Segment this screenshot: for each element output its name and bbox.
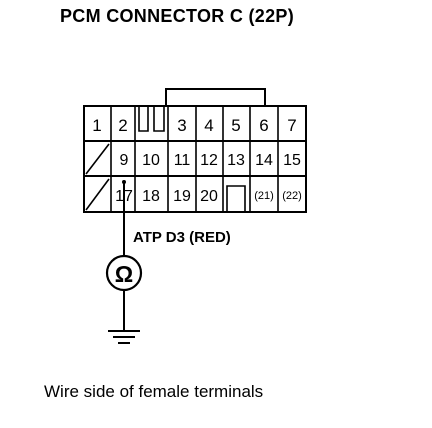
terminal-6: 6	[259, 116, 268, 135]
terminal-13: 13	[227, 152, 245, 169]
key-notch-top	[138, 106, 165, 132]
wire-label: ATP D3 (RED)	[133, 229, 231, 246]
terminal-3: 3	[177, 116, 186, 135]
connector-row-3	[83, 175, 307, 213]
ohm-symbol: Ω	[115, 261, 133, 287]
terminal-7: 7	[287, 116, 296, 135]
terminal-21: (21)	[254, 190, 274, 202]
terminal-2: 2	[118, 116, 127, 135]
ohmmeter-icon	[105, 254, 143, 292]
terminal-19: 19	[173, 188, 191, 205]
key-notch-bottom	[226, 185, 246, 212]
terminal-10: 10	[142, 152, 160, 169]
connector-latch	[165, 88, 266, 106]
connector-body	[83, 88, 307, 213]
terminal-20: 20	[200, 188, 218, 205]
terminal-12: 12	[200, 152, 218, 169]
cell-dividers	[110, 106, 279, 212]
ground-icon	[108, 330, 140, 344]
terminal-22: (22)	[282, 190, 302, 202]
terminal-4: 4	[204, 116, 213, 135]
diagram-caption: Wire side of female terminals	[44, 382, 264, 401]
terminal-17-probe-point	[122, 180, 126, 184]
terminal-18: 18	[142, 188, 160, 205]
terminal-9: 9	[120, 152, 129, 169]
terminal-11: 11	[174, 152, 191, 169]
blank-cell-slash-row3	[85, 178, 110, 211]
diagram-title: PCM CONNECTOR C (22P)	[60, 6, 294, 26]
terminal-14: 14	[255, 152, 273, 169]
blank-cell-slash-row2	[85, 143, 110, 175]
terminal-15: 15	[283, 152, 301, 169]
terminal-1: 1	[92, 116, 101, 135]
terminal-5: 5	[231, 116, 240, 135]
